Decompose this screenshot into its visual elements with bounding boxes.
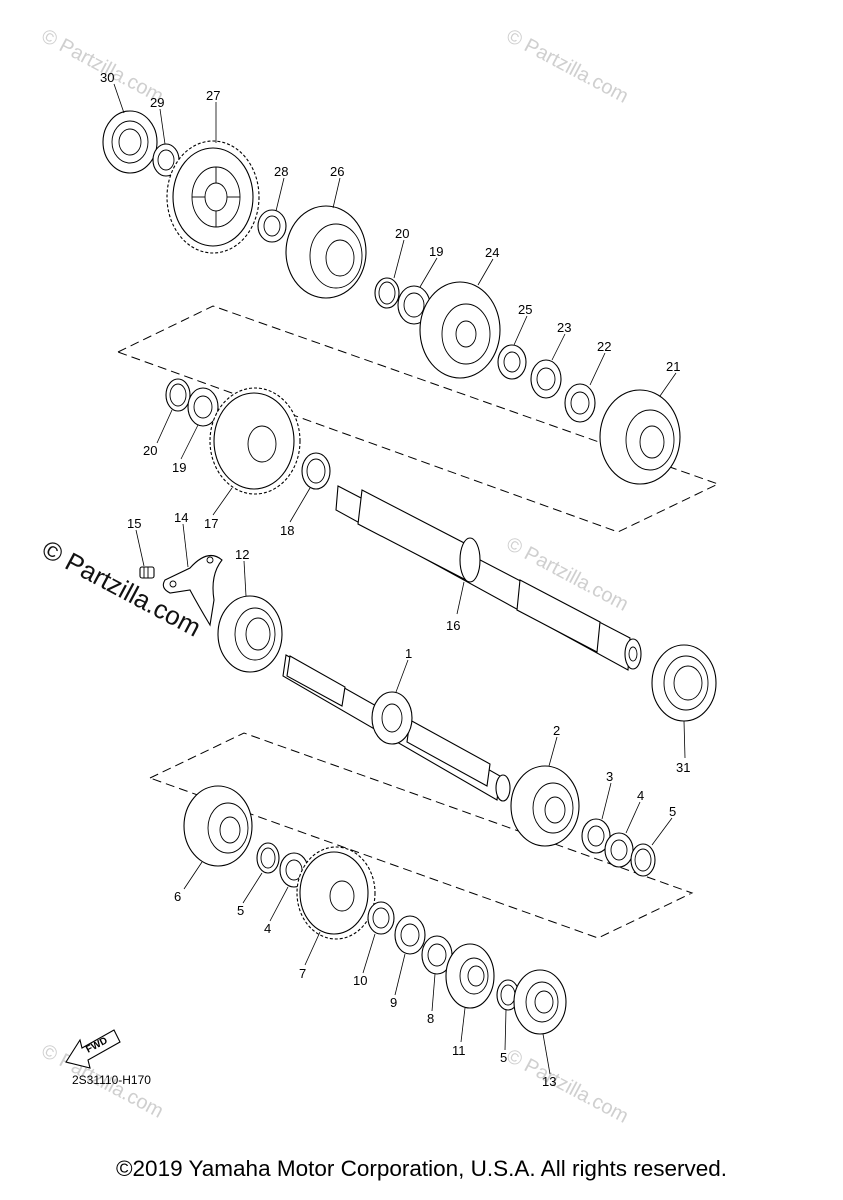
part-26-gear[interactable] — [285, 205, 367, 299]
callout-6[interactable]: 6 — [174, 889, 181, 904]
fwd-arrow-icon: FWD — [65, 1029, 121, 1069]
part-17-gear[interactable] — [209, 387, 301, 495]
callout-5-c[interactable]: 5 — [500, 1050, 507, 1065]
watermark-bottom-right: © Partzilla.com — [503, 1045, 632, 1128]
watermark-top-right: © Partzilla.com — [503, 25, 632, 108]
callout-3[interactable]: 3 — [606, 769, 613, 784]
part-16-drive-axle[interactable] — [335, 485, 642, 671]
callout-23[interactable]: 23 — [557, 320, 571, 335]
part-14-plate[interactable] — [162, 554, 223, 627]
callout-5-b[interactable]: 5 — [237, 903, 244, 918]
part-28-bearing[interactable] — [257, 209, 287, 243]
part-27-gear[interactable] — [166, 140, 260, 254]
part-3-bearing[interactable] — [581, 818, 611, 854]
callout-20-lower[interactable]: 20 — [143, 443, 157, 458]
callout-16[interactable]: 16 — [446, 618, 460, 633]
callout-15[interactable]: 15 — [127, 516, 141, 531]
callout-19[interactable]: 19 — [429, 244, 443, 259]
callout-26[interactable]: 26 — [330, 164, 344, 179]
callouts: 30 29 27 28 26 20 19 24 25 23 22 21 20 1… — [100, 70, 690, 1089]
part-24-gear[interactable] — [419, 281, 501, 379]
callout-28[interactable]: 28 — [274, 164, 288, 179]
part-30-bearing[interactable] — [102, 110, 158, 174]
part-6-gear[interactable] — [183, 785, 253, 867]
part-25-bearing[interactable] — [497, 344, 527, 380]
callout-12[interactable]: 12 — [235, 547, 249, 562]
callout-5[interactable]: 5 — [669, 804, 676, 819]
callout-4-b[interactable]: 4 — [264, 921, 271, 936]
watermark-top-left: © Partzilla.com — [38, 25, 167, 108]
part-21-gear[interactable] — [599, 389, 681, 485]
callout-9[interactable]: 9 — [390, 995, 397, 1010]
callout-31[interactable]: 31 — [676, 760, 690, 775]
part-2-gear[interactable] — [510, 765, 580, 847]
part-12-bearing[interactable] — [217, 595, 283, 673]
upper-assembly-outline — [117, 305, 720, 533]
part-15-bolt[interactable] — [139, 566, 155, 579]
part-23-washer[interactable] — [530, 359, 562, 399]
callout-18[interactable]: 18 — [280, 523, 294, 538]
lower-assembly-outline — [149, 732, 694, 939]
callout-29[interactable]: 29 — [150, 95, 164, 110]
part-13-bearing[interactable] — [513, 969, 567, 1035]
callout-7[interactable]: 7 — [299, 966, 306, 981]
callout-10[interactable]: 10 — [353, 973, 367, 988]
part-7-gear[interactable] — [296, 846, 376, 940]
part-20-circlip[interactable] — [374, 277, 400, 309]
copyright-notice: ©2019 Yamaha Motor Corporation, U.S.A. A… — [115, 1156, 728, 1181]
callout-2[interactable]: 2 — [553, 723, 560, 738]
callout-19-lower[interactable]: 19 — [172, 460, 186, 475]
callout-24[interactable]: 24 — [485, 245, 499, 260]
callout-13[interactable]: 13 — [542, 1074, 556, 1089]
part-18-bearing[interactable] — [301, 452, 331, 490]
callout-20[interactable]: 20 — [395, 226, 409, 241]
part-5-circlip[interactable] — [630, 843, 656, 877]
diagram-code: 2S31110-H170 — [72, 1073, 151, 1087]
callout-1[interactable]: 1 — [405, 646, 412, 661]
part-22-washer[interactable] — [564, 383, 596, 423]
callout-21[interactable]: 21 — [666, 359, 680, 374]
callout-30[interactable]: 30 — [100, 70, 114, 85]
part-4-washer[interactable] — [604, 832, 634, 868]
part-10-bearing[interactable] — [367, 901, 395, 935]
part-9-washer[interactable] — [394, 915, 426, 955]
callout-22[interactable]: 22 — [597, 339, 611, 354]
part-31-bearing[interactable] — [651, 644, 717, 722]
callout-14[interactable]: 14 — [174, 510, 188, 525]
part-19-washer-lower[interactable] — [187, 387, 219, 427]
leader-lines — [113, 83, 686, 1075]
callout-11[interactable]: 11 — [452, 1043, 466, 1058]
part-1-main-axle[interactable] — [282, 654, 511, 802]
part-5-circlip-b[interactable] — [256, 842, 280, 874]
callout-4[interactable]: 4 — [637, 788, 644, 803]
part-20-circlip-lower[interactable] — [165, 378, 191, 412]
callout-8[interactable]: 8 — [427, 1011, 434, 1026]
callout-17[interactable]: 17 — [204, 516, 218, 531]
part-11-gear[interactable] — [445, 943, 495, 1009]
callout-25[interactable]: 25 — [518, 302, 532, 317]
callout-27[interactable]: 27 — [206, 88, 220, 103]
